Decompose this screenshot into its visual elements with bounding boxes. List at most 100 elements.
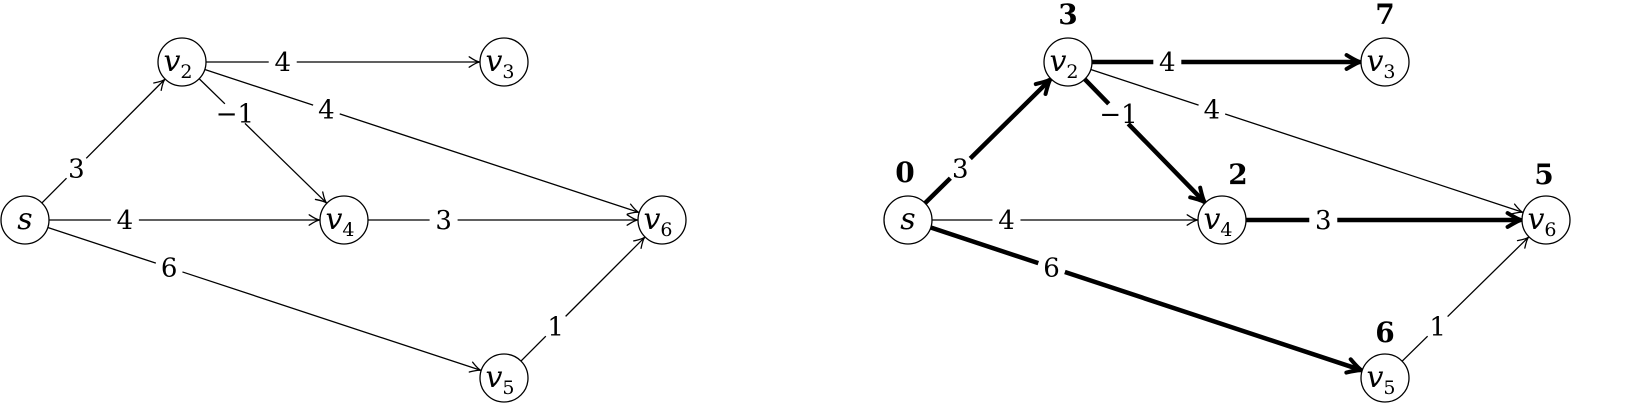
edge-v4-v6: 3	[368, 206, 639, 236]
node-circle	[1043, 37, 1093, 87]
node-label: v4	[1203, 202, 1232, 241]
edge-line	[923, 176, 952, 205]
node-v2: v23	[1043, 0, 1093, 87]
edge-line	[1401, 335, 1429, 362]
edge-line	[1224, 113, 1523, 213]
node-label: s	[900, 202, 915, 237]
edge-weight: 4	[274, 48, 291, 78]
node-name: v	[485, 44, 502, 79]
edge-line	[244, 122, 327, 204]
edge-v5-v6: 1	[520, 236, 646, 362]
edge-v2-v6: 4	[1090, 68, 1524, 215]
edge-weight: 1	[547, 312, 564, 342]
node-v2: v2	[157, 37, 207, 87]
node-name: s	[900, 202, 915, 237]
edge-weight: −1	[216, 100, 254, 130]
edge-weight: 4	[117, 206, 134, 236]
node-v5: v5	[479, 353, 529, 403]
node-circle	[157, 37, 207, 87]
edge-line	[1064, 269, 1360, 372]
distance-label: 6	[1375, 316, 1394, 349]
edge-weight: 3	[68, 154, 85, 184]
edge-weight: 4	[998, 206, 1015, 236]
node-v5: v5 6	[1360, 316, 1410, 403]
node-v6: v6	[637, 195, 687, 245]
node-name: v	[485, 360, 502, 395]
node-circle	[637, 195, 687, 245]
node-label: v4	[325, 202, 354, 241]
node-circle	[319, 195, 369, 245]
node-label: v6	[643, 202, 672, 241]
node-s: s0	[883, 156, 933, 245]
node-subscript: 3	[502, 61, 514, 83]
edge-weight: 1	[1429, 312, 1446, 342]
node-circle	[1521, 195, 1571, 245]
edge-v2-v3: 4	[1092, 48, 1362, 78]
edge-weight: 6	[1043, 254, 1060, 284]
node-circle	[479, 37, 529, 87]
node-name: v	[643, 202, 660, 237]
edge-line	[204, 68, 314, 106]
node-subscript: 4	[1220, 219, 1232, 241]
edge-line	[1447, 237, 1529, 318]
edge-v2-v3: 4	[206, 48, 481, 78]
edge-weight: 4	[318, 96, 335, 126]
node-label: v2	[1049, 44, 1078, 83]
edge-line	[1083, 77, 1111, 106]
edge-v2-v6: 4	[204, 68, 640, 215]
node-subscript: 2	[180, 61, 192, 83]
node-label: v2	[163, 44, 192, 83]
node-v6: v6 5	[1521, 158, 1571, 245]
node-name: v	[1527, 202, 1544, 237]
edge-line	[182, 271, 481, 371]
edge-s-v5: 6	[930, 225, 1364, 375]
node-circle	[479, 353, 529, 403]
node-name: v	[163, 44, 180, 79]
edge-line	[565, 237, 645, 317]
node-name: v	[1049, 44, 1066, 79]
node-circle	[1360, 353, 1410, 403]
node-circle	[1360, 37, 1410, 87]
node-subscript: 3	[1383, 61, 1395, 83]
node-name: s	[17, 202, 32, 237]
edge-v5-v6: 1	[1401, 236, 1530, 362]
node-subscript: 5	[1383, 377, 1395, 399]
node-circle	[0, 195, 50, 245]
node-v4: v4	[319, 195, 369, 245]
node-v3: v3 7	[1360, 0, 1410, 87]
edge-weight: 3	[435, 206, 452, 236]
edge-s-v2: 3	[41, 78, 166, 204]
distance-label: 0	[895, 156, 914, 189]
edge-weight: 3	[1315, 206, 1332, 236]
edge-s-v5: 6	[47, 226, 482, 373]
distance-label: 5	[1534, 158, 1553, 191]
node-v4: v42	[1197, 158, 1248, 245]
edge-weight: −1	[1099, 100, 1137, 130]
edge-line	[339, 113, 639, 213]
node-subscript: 6	[660, 219, 672, 241]
edge-line	[47, 226, 157, 264]
node-name: v	[325, 202, 342, 237]
node-label: v3	[485, 44, 514, 83]
node-name: v	[1203, 202, 1220, 237]
edge-s-v4: 4	[49, 206, 321, 236]
edge-weight: 4	[1204, 96, 1221, 126]
node-name: v	[1366, 44, 1383, 79]
node-label: v5	[485, 360, 514, 399]
node-circle	[883, 195, 933, 245]
edge-line	[930, 225, 1040, 266]
edge-weight: 3	[952, 154, 969, 184]
edge-weight: 6	[161, 254, 178, 284]
edge-weight: 4	[1159, 48, 1176, 78]
node-subscript: 2	[1066, 61, 1078, 83]
node-label: s	[17, 202, 32, 237]
distance-label: 7	[1375, 0, 1394, 31]
edge-v4-v6: 3	[1246, 206, 1523, 236]
edge-line	[968, 80, 1050, 161]
edge-line	[85, 79, 165, 159]
node-name: v	[1366, 360, 1383, 395]
node-subscript: 6	[1544, 219, 1556, 241]
